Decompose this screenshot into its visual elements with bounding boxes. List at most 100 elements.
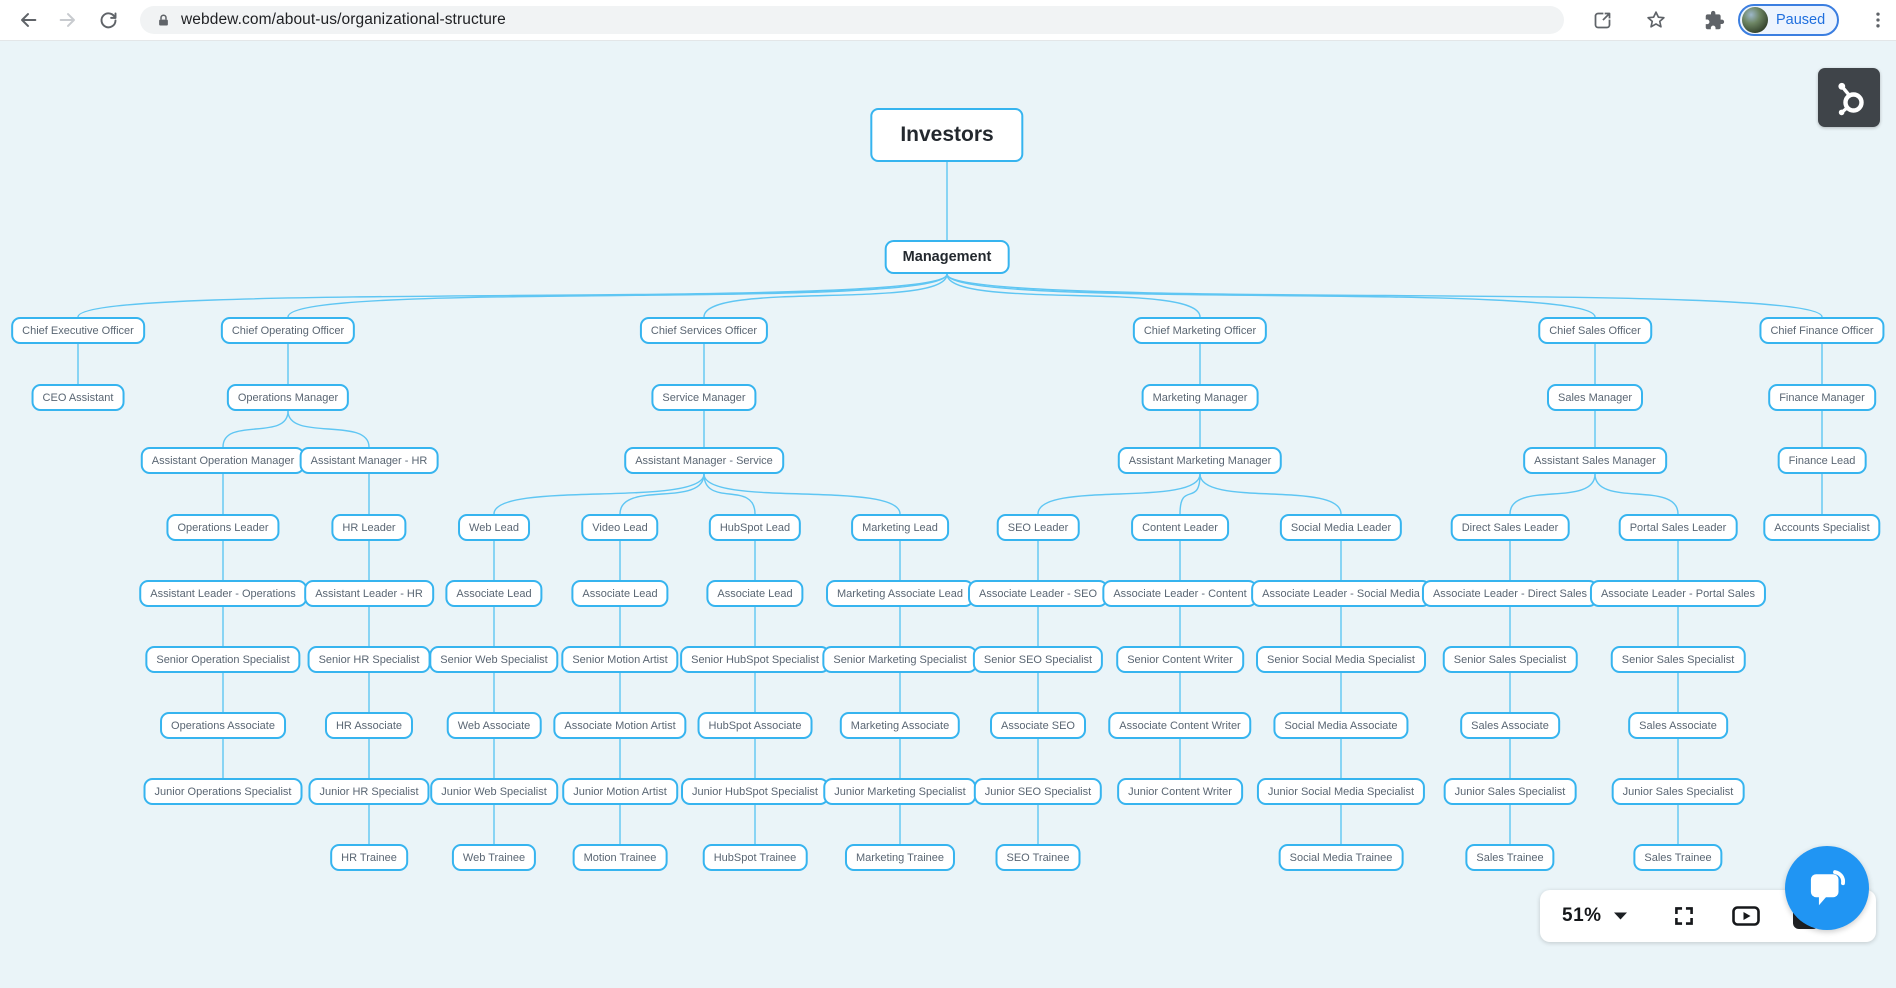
- zoom-level-dropdown[interactable]: 51%: [1562, 905, 1627, 927]
- org-node-social-media-associate[interactable]: Social Media Associate: [1273, 712, 1409, 739]
- forward-button[interactable]: [56, 8, 80, 32]
- org-node-junior-content-writer[interactable]: Junior Content Writer: [1117, 778, 1243, 805]
- org-node-content-leader[interactable]: Content Leader: [1131, 514, 1229, 541]
- org-node-c-sales[interactable]: Chief Sales Officer: [1538, 317, 1652, 344]
- org-node-senior-social-media-specialist[interactable]: Senior Social Media Specialist: [1256, 646, 1426, 673]
- org-node-senior-operation-specialist[interactable]: Senior Operation Specialist: [145, 646, 301, 673]
- org-node-accounts-specialist[interactable]: Accounts Specialist: [1763, 514, 1881, 541]
- profile-button[interactable]: Paused: [1738, 4, 1840, 36]
- org-node-associate-motion-artist[interactable]: Associate Motion Artist: [553, 712, 687, 739]
- youtube-button[interactable]: [1731, 903, 1761, 929]
- org-node-cmo[interactable]: Chief Marketing Officer: [1132, 317, 1268, 344]
- org-node-hubspot-associate[interactable]: HubSpot Associate: [697, 712, 813, 739]
- org-node-associate-leader-seo[interactable]: Associate Leader - SEO: [967, 580, 1109, 607]
- org-node-associate-lead-hubspot[interactable]: Associate Lead: [706, 580, 804, 607]
- org-node-junior-web-specialist[interactable]: Junior Web Specialist: [430, 778, 558, 805]
- org-node-sales-trainee-portal[interactable]: Sales Trainee: [1633, 844, 1723, 871]
- reload-button[interactable]: [96, 8, 120, 32]
- org-node-junior-hr-specialist[interactable]: Junior HR Specialist: [308, 778, 430, 805]
- org-node-operations-manager[interactable]: Operations Manager: [226, 384, 350, 411]
- org-node-associate-leader-social-media[interactable]: Associate Leader - Social Media: [1251, 580, 1431, 607]
- org-node-senior-web-specialist[interactable]: Senior Web Specialist: [429, 646, 559, 673]
- org-node-marketing-associate[interactable]: Marketing Associate: [839, 712, 961, 739]
- org-node-associate-lead-video[interactable]: Associate Lead: [571, 580, 669, 607]
- org-node-associate-content-writer[interactable]: Associate Content Writer: [1108, 712, 1252, 739]
- org-node-senior-sales-specialist-direct[interactable]: Senior Sales Specialist: [1442, 646, 1578, 673]
- org-node-social-media-trainee[interactable]: Social Media Trainee: [1278, 844, 1404, 871]
- hubspot-badge[interactable]: [1818, 68, 1880, 127]
- org-node-seo-trainee[interactable]: SEO Trainee: [995, 844, 1081, 871]
- org-node-web-trainee[interactable]: Web Trainee: [451, 844, 537, 871]
- org-node-hr-leader[interactable]: HR Leader: [331, 514, 407, 541]
- org-node-service-manager[interactable]: Service Manager: [651, 384, 757, 411]
- org-node-senior-motion-artist[interactable]: Senior Motion Artist: [561, 646, 679, 673]
- org-node-junior-sales-specialist-direct[interactable]: Junior Sales Specialist: [1443, 778, 1577, 805]
- org-node-hr-associate[interactable]: HR Associate: [324, 712, 414, 739]
- org-node-coo[interactable]: Chief Operating Officer: [220, 317, 356, 344]
- org-node-marketing-lead[interactable]: Marketing Lead: [851, 514, 949, 541]
- org-node-assistant-operation-manager[interactable]: Assistant Operation Manager: [140, 447, 306, 474]
- bookmark-button[interactable]: [1644, 8, 1668, 32]
- org-node-senior-content-writer[interactable]: Senior Content Writer: [1116, 646, 1244, 673]
- org-node-associate-leader-direct-sales[interactable]: Associate Leader - Direct Sales: [1421, 580, 1599, 607]
- org-node-seo-leader[interactable]: SEO Leader: [996, 514, 1080, 541]
- org-node-ceo[interactable]: Chief Executive Officer: [11, 317, 145, 344]
- share-button[interactable]: [1590, 8, 1614, 32]
- org-node-senior-seo-specialist[interactable]: Senior SEO Specialist: [972, 646, 1104, 673]
- org-node-junior-marketing-specialist[interactable]: Junior Marketing Specialist: [823, 778, 977, 805]
- org-node-direct-sales-leader[interactable]: Direct Sales Leader: [1450, 514, 1570, 541]
- org-node-management[interactable]: Management: [884, 240, 1010, 274]
- org-node-senior-hubspot-specialist[interactable]: Senior HubSpot Specialist: [680, 646, 830, 673]
- org-node-assistant-manager-service[interactable]: Assistant Manager - Service: [624, 447, 784, 474]
- org-node-investors[interactable]: Investors: [870, 108, 1024, 162]
- org-node-associate-lead-web[interactable]: Associate Lead: [445, 580, 543, 607]
- org-node-associate-leader-portal-sales[interactable]: Associate Leader - Portal Sales: [1589, 580, 1767, 607]
- org-node-associate-leader-content[interactable]: Associate Leader - Content: [1102, 580, 1258, 607]
- org-node-hr-trainee[interactable]: HR Trainee: [330, 844, 408, 871]
- org-node-video-lead[interactable]: Video Lead: [581, 514, 659, 541]
- org-node-assistant-manager-hr[interactable]: Assistant Manager - HR: [299, 447, 439, 474]
- org-node-senior-marketing-specialist[interactable]: Senior Marketing Specialist: [822, 646, 978, 673]
- org-node-portal-sales-leader[interactable]: Portal Sales Leader: [1618, 514, 1738, 541]
- org-node-cso[interactable]: Chief Services Officer: [639, 317, 769, 344]
- org-node-junior-seo-specialist[interactable]: Junior SEO Specialist: [973, 778, 1103, 805]
- org-node-operations-associate[interactable]: Operations Associate: [160, 712, 286, 739]
- org-node-senior-hr-specialist[interactable]: Senior HR Specialist: [307, 646, 431, 673]
- org-node-marketing-associate-lead[interactable]: Marketing Associate Lead: [826, 580, 974, 607]
- org-node-finance-manager[interactable]: Finance Manager: [1768, 384, 1876, 411]
- org-node-associate-seo[interactable]: Associate SEO: [990, 712, 1086, 739]
- org-node-marketing-manager[interactable]: Marketing Manager: [1141, 384, 1259, 411]
- org-node-operations-leader[interactable]: Operations Leader: [166, 514, 280, 541]
- org-node-web-lead[interactable]: Web Lead: [458, 514, 530, 541]
- org-node-ceo-assistant[interactable]: CEO Assistant: [31, 384, 125, 411]
- org-node-junior-hubspot-specialist[interactable]: Junior HubSpot Specialist: [681, 778, 829, 805]
- org-node-sales-trainee-direct[interactable]: Sales Trainee: [1465, 844, 1555, 871]
- org-node-marketing-trainee[interactable]: Marketing Trainee: [844, 844, 956, 871]
- org-node-junior-operations-specialist[interactable]: Junior Operations Specialist: [143, 778, 303, 805]
- extensions-button[interactable]: [1702, 8, 1726, 32]
- org-node-cfo[interactable]: Chief Finance Officer: [1759, 317, 1885, 344]
- org-node-assistant-leader-operations[interactable]: Assistant Leader - Operations: [139, 580, 307, 607]
- org-node-senior-sales-specialist-portal[interactable]: Senior Sales Specialist: [1610, 646, 1746, 673]
- org-node-junior-sales-specialist-portal[interactable]: Junior Sales Specialist: [1611, 778, 1745, 805]
- org-node-hubspot-lead[interactable]: HubSpot Lead: [708, 514, 802, 541]
- address-bar[interactable]: webdew.com/about-us/organizational-struc…: [140, 6, 1564, 34]
- org-node-assistant-sales-manager[interactable]: Assistant Sales Manager: [1523, 447, 1667, 474]
- chat-widget-button[interactable]: [1785, 846, 1869, 930]
- org-node-sales-manager[interactable]: Sales Manager: [1547, 384, 1643, 411]
- org-node-web-associate[interactable]: Web Associate: [446, 712, 542, 739]
- org-node-social-media-leader[interactable]: Social Media Leader: [1279, 514, 1403, 541]
- browser-menu-button[interactable]: [1866, 8, 1890, 32]
- org-node-assistant-leader-hr[interactable]: Assistant Leader - HR: [304, 580, 434, 607]
- org-node-sales-associate-portal[interactable]: Sales Associate: [1628, 712, 1728, 739]
- org-node-hubspot-trainee[interactable]: HubSpot Trainee: [702, 844, 808, 871]
- org-node-junior-motion-artist[interactable]: Junior Motion Artist: [562, 778, 678, 805]
- org-node-junior-social-media-specialist[interactable]: Junior Social Media Specialist: [1256, 778, 1426, 805]
- org-node-motion-trainee[interactable]: Motion Trainee: [572, 844, 668, 871]
- fullscreen-button[interactable]: [1671, 903, 1697, 929]
- back-button[interactable]: [16, 8, 40, 32]
- org-node-finance-lead[interactable]: Finance Lead: [1777, 447, 1867, 474]
- org-node-assistant-marketing-manager[interactable]: Assistant Marketing Manager: [1117, 447, 1283, 474]
- org-node-sales-associate-direct[interactable]: Sales Associate: [1460, 712, 1560, 739]
